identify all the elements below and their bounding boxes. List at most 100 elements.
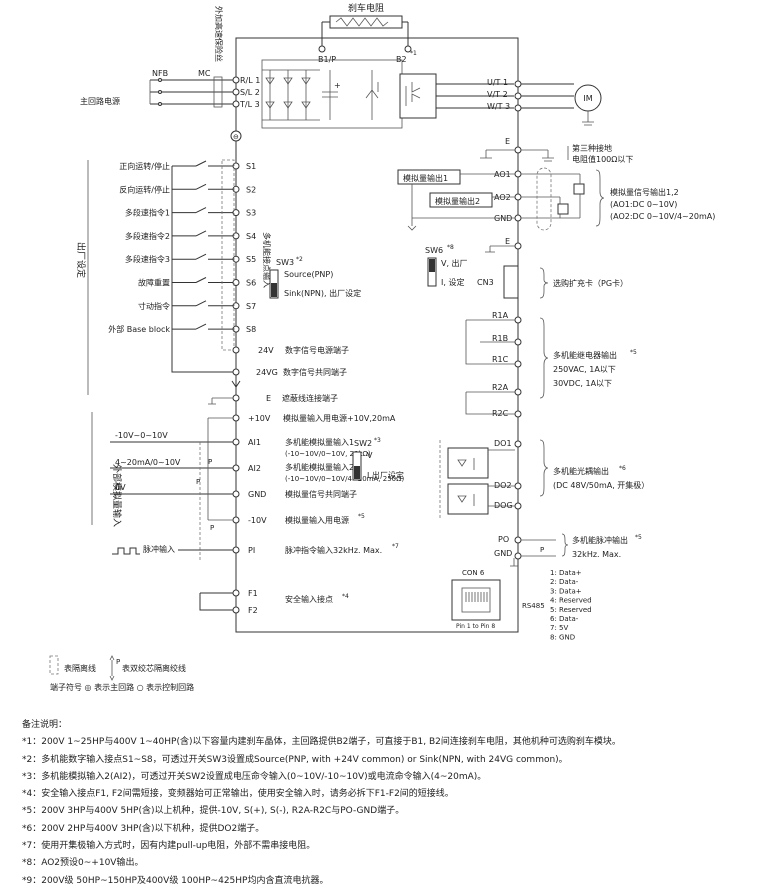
terminal-dot xyxy=(232,162,240,170)
note-item: *6：200V 2HP与400V 3HP(含)以下机种，提供DO2端子。 xyxy=(22,823,265,834)
svg-text:+10V: +10V xyxy=(248,414,271,423)
sw3-source-label: Source(PNP) xyxy=(284,270,333,279)
note-item: *7：使用开集极输入方式时，因有内建pull-up电阻，外部不需串接电阻。 xyxy=(22,841,316,852)
svg-text:24VG: 24VG xyxy=(256,368,278,377)
svg-text:32kHz. Max.: 32kHz. Max. xyxy=(572,550,621,559)
svg-text:P: P xyxy=(208,458,212,466)
svg-text:V: V xyxy=(367,451,373,460)
note-item: *9：200V级 50HP~150HP及400V级 100HP~425HP均内含… xyxy=(22,875,329,886)
svg-text:P: P xyxy=(196,478,200,486)
svg-text:AI2: AI2 xyxy=(248,464,261,473)
con6-label: CON 6 xyxy=(462,569,485,577)
sw3-sink-label: Sink(NPN), 出厂设定 xyxy=(284,288,361,298)
svg-text:DOG: DOG xyxy=(494,501,513,510)
svg-text:250VAC, 1A以下: 250VAC, 1A以下 xyxy=(553,365,616,374)
relay-outputs xyxy=(514,316,522,418)
svg-text:GND: GND xyxy=(494,549,512,558)
terminal-label: S4 xyxy=(246,232,256,241)
svg-text:F1: F1 xyxy=(248,589,258,598)
multi-input-label: 多机能接点输入 xyxy=(262,232,272,288)
svg-text:多机能光耦输出: 多机能光耦输出 xyxy=(553,466,609,476)
svg-text:(AO2:DC 0~10V/4~20mA): (AO2:DC 0~10V/4~20mA) xyxy=(610,212,715,221)
external-wire-label: 外加高速保险丝 xyxy=(214,6,224,62)
svg-text:(-10~10V/0~10V, 20kΩ): (-10~10V/0~10V, 20kΩ) xyxy=(285,450,371,458)
optocoupler-1 xyxy=(447,447,489,479)
terminal-dot xyxy=(232,255,240,263)
svg-text:*7: *7 xyxy=(392,543,399,550)
terminal-label: S2 xyxy=(246,185,256,194)
rs485-pin: 8: GND xyxy=(550,633,575,641)
pulse-input-label: 脉冲输入 xyxy=(143,544,175,554)
digital-input-label: 多段速指令2 xyxy=(125,231,170,241)
note-item: *5：200V 3HP与400V 5HP(含)以上机种，提供-10V, S(+)… xyxy=(22,806,405,817)
switch-contact xyxy=(172,160,233,167)
rs485-pin: 6: Data- xyxy=(550,615,579,623)
terminal-ut1: U/T 1 xyxy=(487,78,508,87)
switch-contact xyxy=(172,230,233,237)
digital-input-label: 寸动指令 xyxy=(138,301,170,311)
svg-text:I,出厂设定: I,出厂设定 xyxy=(367,470,404,480)
terminal-wt3: W/T 3 xyxy=(487,102,510,111)
rs485-pin: 7: 5V xyxy=(550,624,568,632)
switch-contact xyxy=(172,253,233,260)
svg-text:V, 出厂: V, 出厂 xyxy=(441,258,468,268)
svg-text:R1C: R1C xyxy=(492,355,509,364)
svg-text:F2: F2 xyxy=(248,606,258,615)
digital-input-label: 正向运转/停止 xyxy=(119,161,170,171)
shield-line-digital xyxy=(221,159,235,351)
safety-input-label: 安全输入接点 xyxy=(285,594,333,604)
ao-meter-2 xyxy=(557,203,569,215)
svg-text:R1B: R1B xyxy=(492,334,508,343)
terminal-tl3: T/L 3 xyxy=(239,100,260,109)
svg-text:*2: *2 xyxy=(296,256,303,263)
motor-label: IM xyxy=(583,94,592,103)
svg-text:模拟量输入用电源: 模拟量输入用电源 xyxy=(285,515,349,525)
svg-text:多机能继电器输出: 多机能继电器输出 xyxy=(553,350,617,360)
legend-shield-label: 表隔离线 xyxy=(64,663,96,673)
terminal-label: S6 xyxy=(246,279,256,288)
optocoupler-2 xyxy=(447,483,489,515)
cn3-label: CN3 xyxy=(477,278,494,287)
svg-text:-10V: -10V xyxy=(248,516,267,525)
svg-text:P: P xyxy=(210,524,214,532)
ground-label-1: 第三种接地 xyxy=(572,143,612,153)
svg-text:AO1: AO1 xyxy=(494,170,511,179)
b2-label: B2 xyxy=(396,55,407,64)
wiring-diagram: 刹车电阻 B1/P B2 *1 外加高速保险丝 + R/L 1 S/L 2 T/… xyxy=(49,2,715,692)
terminal-label: S8 xyxy=(246,325,256,334)
legend-shield-symbol xyxy=(49,655,59,675)
svg-text:数字信号共同端子: 数字信号共同端子 xyxy=(283,367,347,377)
igbt-module xyxy=(399,73,437,119)
svg-text:4~20mA/0~10V: 4~20mA/0~10V xyxy=(115,458,181,467)
ground-label-2: 电阻值100Ω以下 xyxy=(572,154,633,164)
note-item: *2：多机能数字输入接点S1~S8，可透过开关SW3设置成Source(PNP,… xyxy=(22,754,568,765)
terminal-sl2: S/L 2 xyxy=(240,88,260,97)
note-item: *8：AO2预设0~+10V输出。 xyxy=(22,858,144,869)
svg-text:*8: *8 xyxy=(447,244,454,251)
legend-terminals: 端子符号 ◎ 表示主回路 ○ 表示控制回路 xyxy=(50,682,194,692)
analog-output-2-box xyxy=(429,192,493,208)
terminal-dot xyxy=(232,185,240,193)
svg-text:DO1: DO1 xyxy=(494,439,512,448)
factory-setting-label: 出厂设定 xyxy=(75,242,87,278)
main-power-label: 主回路电源 xyxy=(80,96,120,106)
svg-text:24V: 24V xyxy=(258,346,274,355)
terminal-dot xyxy=(232,209,240,217)
cn3-connector xyxy=(503,265,519,299)
svg-text:⊖: ⊖ xyxy=(233,133,239,141)
svg-text:模拟量输出1: 模拟量输出1 xyxy=(403,173,448,183)
digital-input-label: 多段速指令3 xyxy=(125,254,170,264)
notes-list: *1：200V 1~25HP与400V 1~40HP(含)以下容量内建刹车晶体，… xyxy=(22,734,767,890)
svg-text:R1A: R1A xyxy=(492,311,509,320)
sw6-label: SW6 xyxy=(425,246,443,255)
pg-card-label: 选购扩充卡（PG卡） xyxy=(553,278,628,288)
svg-text:(AO1:DC 0~10V): (AO1:DC 0~10V) xyxy=(610,200,677,209)
svg-text:E: E xyxy=(266,394,271,403)
terminal-dot xyxy=(232,325,240,333)
svg-text:*5: *5 xyxy=(358,513,365,520)
svg-text:DO2: DO2 xyxy=(494,481,512,490)
switch-contact xyxy=(172,183,233,190)
svg-text:AI1: AI1 xyxy=(248,438,261,447)
b2-sup: *1 xyxy=(410,50,417,57)
